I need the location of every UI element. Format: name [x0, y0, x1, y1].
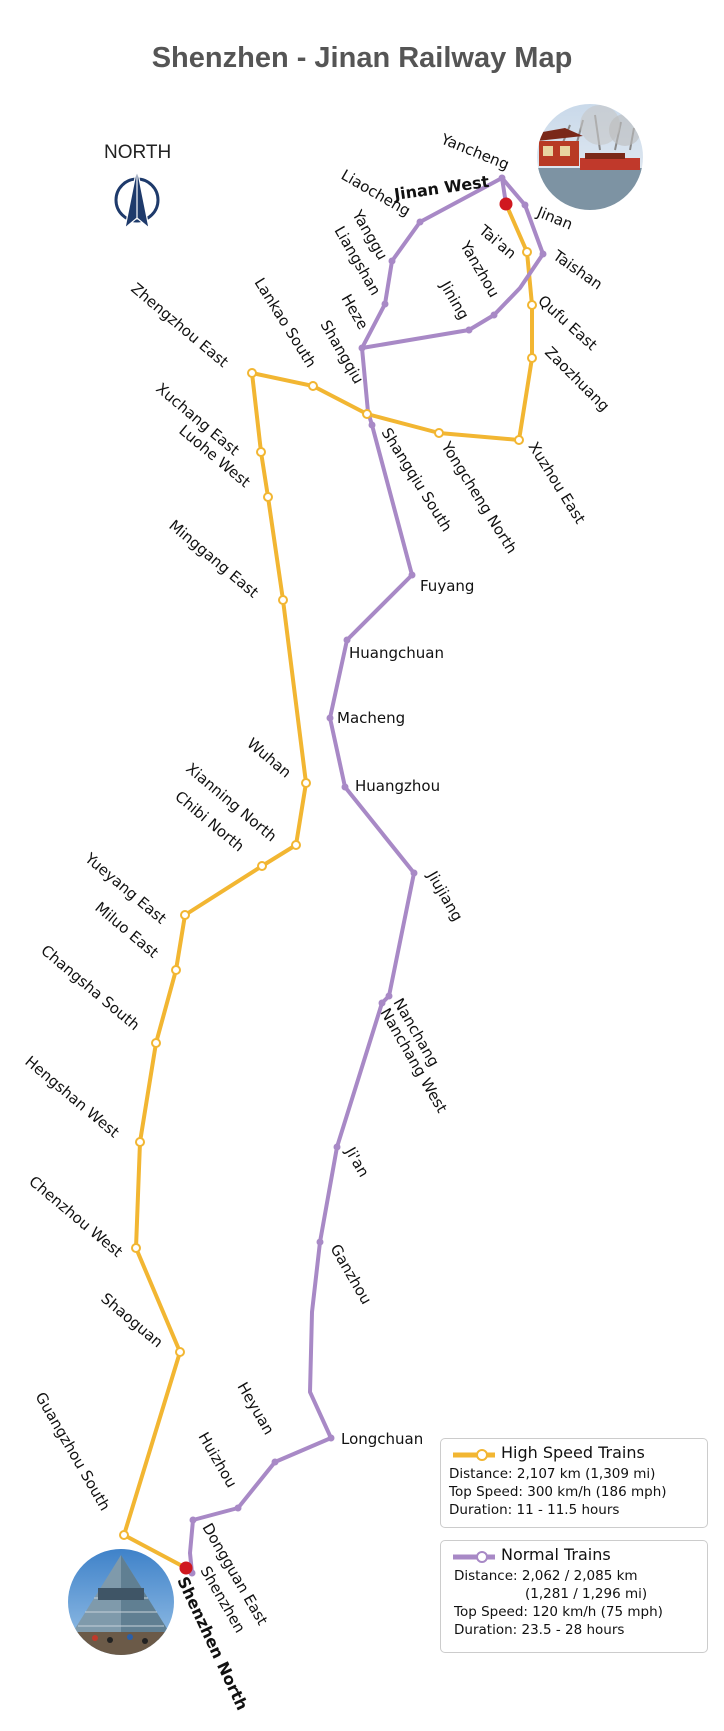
station-marker-heyuan: [271, 1458, 279, 1466]
label-jian: Ji'an: [341, 1143, 373, 1180]
station-marker-lankao-south: [308, 381, 318, 391]
label-jiujiang: Jiujiang: [423, 867, 466, 924]
jinan-photo: [537, 104, 643, 210]
label-zhengzhou-east: Zhengzhou East: [127, 279, 232, 371]
station-marker-jian: [333, 1143, 341, 1151]
station-marker-changsha-south: [151, 1038, 161, 1048]
label-shangqiu-south: Shangqiu South: [378, 425, 456, 535]
label-macheng: Macheng: [337, 709, 405, 727]
normal-route-main: [188, 346, 416, 1575]
label-changsha-south: Changsha South: [37, 941, 143, 1034]
shenzhen-photo: [68, 1549, 174, 1655]
label-longchuan: Longchuan: [341, 1430, 423, 1448]
station-marker-chenzhou-west: [131, 1243, 141, 1253]
normal-top-speed: Top Speed: 120 km/h (75 mph): [454, 1604, 663, 1620]
station-marker-dongguan-east: [189, 1516, 197, 1524]
legend-high-speed: High Speed Trains Distance: 2,107 km (1,…: [440, 1438, 708, 1528]
station-marker-hengshan-west: [135, 1137, 145, 1147]
station-marker-yueyang-east: [180, 910, 190, 920]
station-marker-yongcheng-north: [434, 428, 444, 438]
normal-duration: Duration: 23.5 - 28 hours: [454, 1622, 625, 1638]
normal-route-north-loop: [360, 176, 545, 350]
station-marker-zhengzhou-east: [247, 368, 257, 378]
station-marker-longchuan: [327, 1434, 335, 1442]
label-fuyang: Fuyang: [420, 577, 474, 595]
label-zaozhuang: Zaozhuang: [541, 343, 613, 415]
normal-distance: Distance: 2,062 / 2,085 km: [454, 1568, 638, 1584]
station-marker-yancheng: [498, 174, 506, 182]
label-taishan: Taishan: [549, 246, 606, 293]
terminal-marker-jinan-west: [499, 197, 513, 211]
station-marker-xianning-north: [291, 840, 301, 850]
station-marker-jinan: [521, 201, 529, 209]
station-marker-taian: [522, 247, 532, 257]
station-marker-liangshan: [381, 300, 389, 308]
rail-lines: [122, 176, 545, 1575]
label-minggang-east: Minggang East: [165, 516, 262, 601]
normal-legend-icon: [453, 1551, 495, 1563]
station-marker-jiujiang: [410, 869, 418, 877]
station-marker-fuyang: [408, 571, 416, 579]
station-marker-huizhou: [234, 1504, 242, 1512]
station-marker-shangqiu-south: [368, 421, 376, 429]
normal-legend-title: Normal Trains: [501, 1545, 611, 1564]
label-qufu-east: Qufu East: [534, 292, 601, 354]
station-marker-heze: [358, 344, 366, 352]
station-marker-xuzhou-east: [514, 435, 524, 445]
label-jining: Jining: [436, 277, 473, 323]
label-huizhou: Huizhou: [195, 1429, 241, 1491]
station-marker-macheng: [326, 714, 334, 722]
station-marker-huangzhou: [341, 783, 349, 791]
high-speed-legend-icon: [453, 1449, 495, 1461]
station-marker-qufu-east: [527, 300, 537, 310]
station-marker-ganzhou: [316, 1238, 324, 1246]
label-huangchuan: Huangchuan: [349, 644, 444, 662]
north-arrow-icon: [114, 167, 160, 230]
high-speed-distance: Distance: 2,107 km (1,309 mi): [449, 1466, 656, 1482]
label-jinan: Jinan: [534, 203, 576, 234]
label-heze: Heze: [338, 291, 372, 333]
station-marker-luohe-west: [263, 492, 273, 502]
station-marker-yanzhou: [490, 311, 498, 319]
label-wuhan: Wuhan: [243, 734, 294, 781]
north-label: NORTH: [104, 142, 172, 163]
station-marker-nanchang-west: [378, 999, 386, 1007]
high-speed-duration: Duration: 11 - 11.5 hours: [449, 1502, 620, 1518]
high-speed-legend-title: High Speed Trains: [501, 1443, 645, 1462]
label-ganzhou: Ganzhou: [327, 1241, 376, 1307]
high-speed-top-speed: Top Speed: 300 km/h (186 mph): [449, 1484, 667, 1500]
station-marker-nanchang: [385, 992, 393, 1000]
station-marker-shangqiu: [362, 409, 372, 419]
label-chenzhou-west: Chenzhou West: [25, 1172, 126, 1261]
label-yancheng: Yancheng: [438, 130, 512, 174]
normal-distance-imperial: (1,281 / 1,296 mi): [525, 1586, 648, 1602]
station-marker-zaozhuang: [527, 353, 537, 363]
station-marker-shaoguan: [175, 1347, 185, 1357]
station-marker-taishan: [539, 250, 547, 258]
label-hengshan-west: Hengshan West: [21, 1052, 122, 1141]
map-title: Shenzhen - Jinan Railway Map: [151, 42, 573, 74]
station-marker-liaocheng: [416, 218, 424, 226]
station-markers: [119, 174, 547, 1577]
station-marker-huangchuan: [343, 636, 351, 644]
label-guangzhou-south: Guangzhou South: [32, 1389, 114, 1514]
terminal-marker-shenzhen-north: [179, 1561, 193, 1575]
station-marker-minggang-east: [278, 595, 288, 605]
station-marker-guangzhou-south: [119, 1530, 129, 1540]
station-marker-yanggu: [388, 257, 396, 265]
station-marker-wuhan: [301, 778, 311, 788]
label-xuzhou-east: Xuzhou East: [525, 439, 590, 527]
label-huangzhou: Huangzhou: [355, 777, 440, 795]
station-marker-xuchang-east: [256, 447, 266, 457]
label-yongcheng-north: Yongcheng North: [437, 438, 521, 557]
label-heyuan: Heyuan: [234, 1379, 278, 1438]
station-marker-jining: [465, 326, 473, 334]
station-marker-miluo-east: [171, 965, 181, 975]
legend-normal: Normal Trains Distance: 2,062 / 2,085 km…: [440, 1540, 708, 1653]
station-marker-chibi-north: [257, 861, 267, 871]
label-lankao-south: Lankao South: [251, 275, 320, 371]
